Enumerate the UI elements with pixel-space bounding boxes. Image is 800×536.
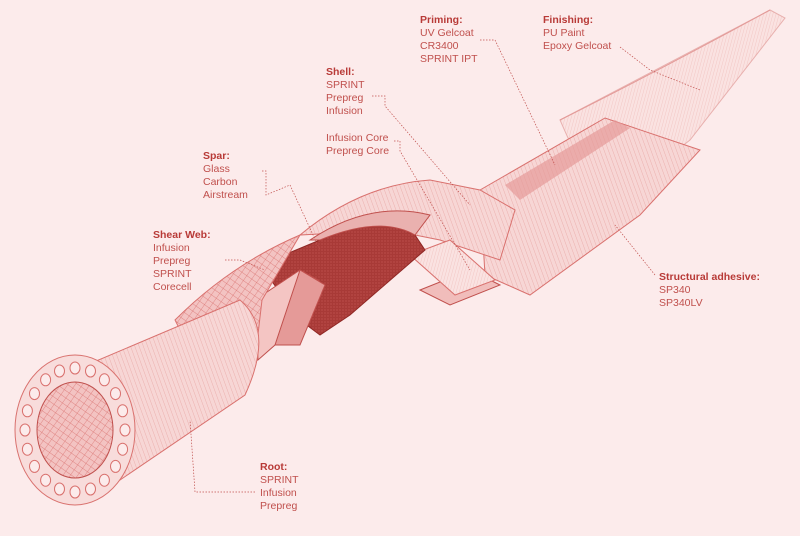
shear-web-item: Corecell [153, 281, 192, 293]
finishing-item: Epoxy Gelcoat [543, 40, 612, 52]
bolt-hole [117, 404, 129, 418]
leader-finishing [619, 46, 701, 91]
label-root: Root: SPRINT Infusion Prepreg [260, 461, 299, 513]
root-item: Prepreg [260, 500, 298, 512]
bolt-hole [21, 404, 33, 418]
spar-item: Airstream [203, 189, 248, 201]
bolt-hole [29, 387, 40, 401]
leader-core [394, 140, 471, 271]
bolt-hole [54, 364, 65, 378]
shell-item: SPRINT [326, 79, 365, 91]
bolt-hole [119, 423, 131, 437]
shear-web-title: Shear Web: [153, 229, 211, 241]
bolt-hole [110, 459, 121, 473]
bolt-hole [54, 482, 65, 496]
bolt-hole [98, 473, 110, 487]
priming-title: Priming: [420, 14, 463, 26]
priming-item: SPRINT IPT [420, 53, 478, 65]
label-structural-adhesive: Structural adhesive: SP340 SP340LV [659, 271, 760, 310]
bolt-hole [40, 373, 52, 387]
bolt-hole [40, 473, 52, 487]
priming-item: CR3400 [420, 40, 459, 52]
bolt-hole [69, 485, 81, 499]
root-bolt-holes [19, 361, 131, 499]
primed-band [505, 120, 630, 200]
label-core: Infusion Core Prepreg Core [326, 132, 389, 158]
structural-adhesive-item: SP340LV [659, 297, 703, 309]
root-title: Root: [260, 461, 288, 473]
shear-web-item: Infusion [153, 242, 190, 254]
finishing-title: Finishing: [543, 14, 594, 26]
structural-adhesive-item: SP340 [659, 284, 691, 296]
spar-item: Carbon [203, 176, 238, 188]
bolt-hole [29, 459, 40, 473]
structural-adhesive-title: Structural adhesive: [659, 271, 760, 283]
leader-shear-web [225, 259, 266, 271]
root-item: Infusion [260, 487, 297, 499]
leader-priming [480, 39, 556, 166]
root-item: SPRINT [260, 474, 299, 486]
bolt-hole [110, 387, 121, 401]
core-strip [409, 239, 496, 296]
shear-web-item: Prepreg [153, 255, 191, 267]
bolt-hole [98, 373, 110, 387]
shell-title: Shell: [326, 66, 355, 78]
leader-root [189, 419, 255, 493]
shear-web-item: SPRINT [153, 268, 192, 280]
label-priming: Priming: UV Gelcoat CR3400 SPRINT IPT [420, 14, 478, 66]
spar-item: Glass [203, 163, 230, 175]
spar-top [308, 210, 431, 241]
shell-item: Prepreg [326, 92, 364, 104]
label-spar: Spar: Glass Carbon Airstream [203, 150, 248, 202]
spar-title: Spar: [203, 150, 230, 162]
label-shear-web: Shear Web: Infusion Prepreg SPRINT Corec… [153, 229, 211, 294]
bolt-hole [85, 364, 96, 378]
core-item: Prepreg Core [326, 145, 390, 157]
shear-web-face [274, 269, 326, 346]
bolt-hole [85, 482, 96, 496]
leader-lines [189, 39, 701, 493]
blade-tip-edge [559, 9, 771, 121]
core-item: Infusion Core [326, 132, 389, 144]
bolt-hole [117, 442, 129, 456]
bolt-hole [21, 442, 33, 456]
bolt-hole [69, 361, 81, 375]
leader-shell [372, 95, 471, 206]
priming-item: UV Gelcoat [420, 27, 474, 39]
finishing-item: PU Paint [543, 27, 585, 39]
shell-item: Infusion [326, 105, 363, 117]
label-finishing: Finishing: PU Paint Epoxy Gelcoat [543, 14, 611, 53]
bolt-hole [19, 423, 31, 437]
root-inner-mesh [36, 381, 114, 479]
label-shell: Shell: SPRINT Prepreg Infusion [326, 66, 365, 118]
leader-spar [262, 170, 321, 251]
leader-structural [614, 224, 656, 276]
